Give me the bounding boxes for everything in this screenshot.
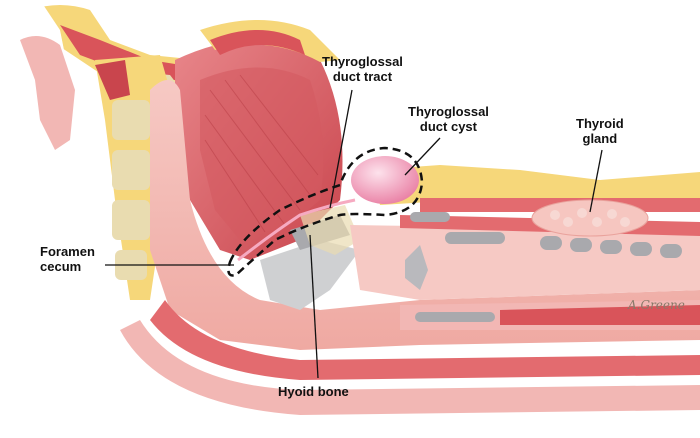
label-line: Thyroglossal bbox=[408, 104, 489, 119]
label-hyoid-bone: Hyoid bone bbox=[278, 384, 349, 399]
label-thyroid-gland: Thyroid gland bbox=[576, 116, 624, 146]
label-foramen-cecum: Foramen cecum bbox=[40, 244, 95, 274]
label-line: duct cyst bbox=[419, 119, 477, 134]
lower-neck-fat bbox=[370, 165, 700, 205]
label-line: gland bbox=[582, 131, 618, 146]
neck-fat-layer bbox=[40, 0, 700, 175]
larynx bbox=[350, 225, 700, 300]
leader-lines bbox=[105, 89, 603, 379]
tracheal-rings bbox=[540, 236, 682, 258]
label-line: Foramen bbox=[40, 244, 95, 259]
label-line: Thyroid bbox=[576, 116, 624, 131]
label-line: duct tract bbox=[332, 69, 393, 84]
label-line: Thyroglossal bbox=[322, 54, 403, 69]
artist-signature: A.Greene bbox=[628, 298, 685, 312]
leader-hyoid bbox=[309, 234, 319, 379]
leader-thyroid bbox=[589, 149, 603, 213]
leader-duct-tract bbox=[329, 89, 353, 209]
duct-dashed-outline bbox=[227, 146, 424, 277]
thyroglossal-duct-line bbox=[237, 198, 356, 262]
label-line: cecum bbox=[40, 259, 82, 274]
thyroglossal-duct-cyst-shape bbox=[351, 156, 419, 204]
leader-duct-cyst bbox=[404, 137, 441, 176]
thyroid-gland-shape bbox=[531, 199, 649, 237]
label-thyroglossal-duct-cyst: Thyroglossal duct cyst bbox=[408, 104, 489, 134]
label-thyroglossal-duct-tract: Thyroglossal duct tract bbox=[322, 54, 403, 84]
epiglottis bbox=[260, 240, 360, 310]
